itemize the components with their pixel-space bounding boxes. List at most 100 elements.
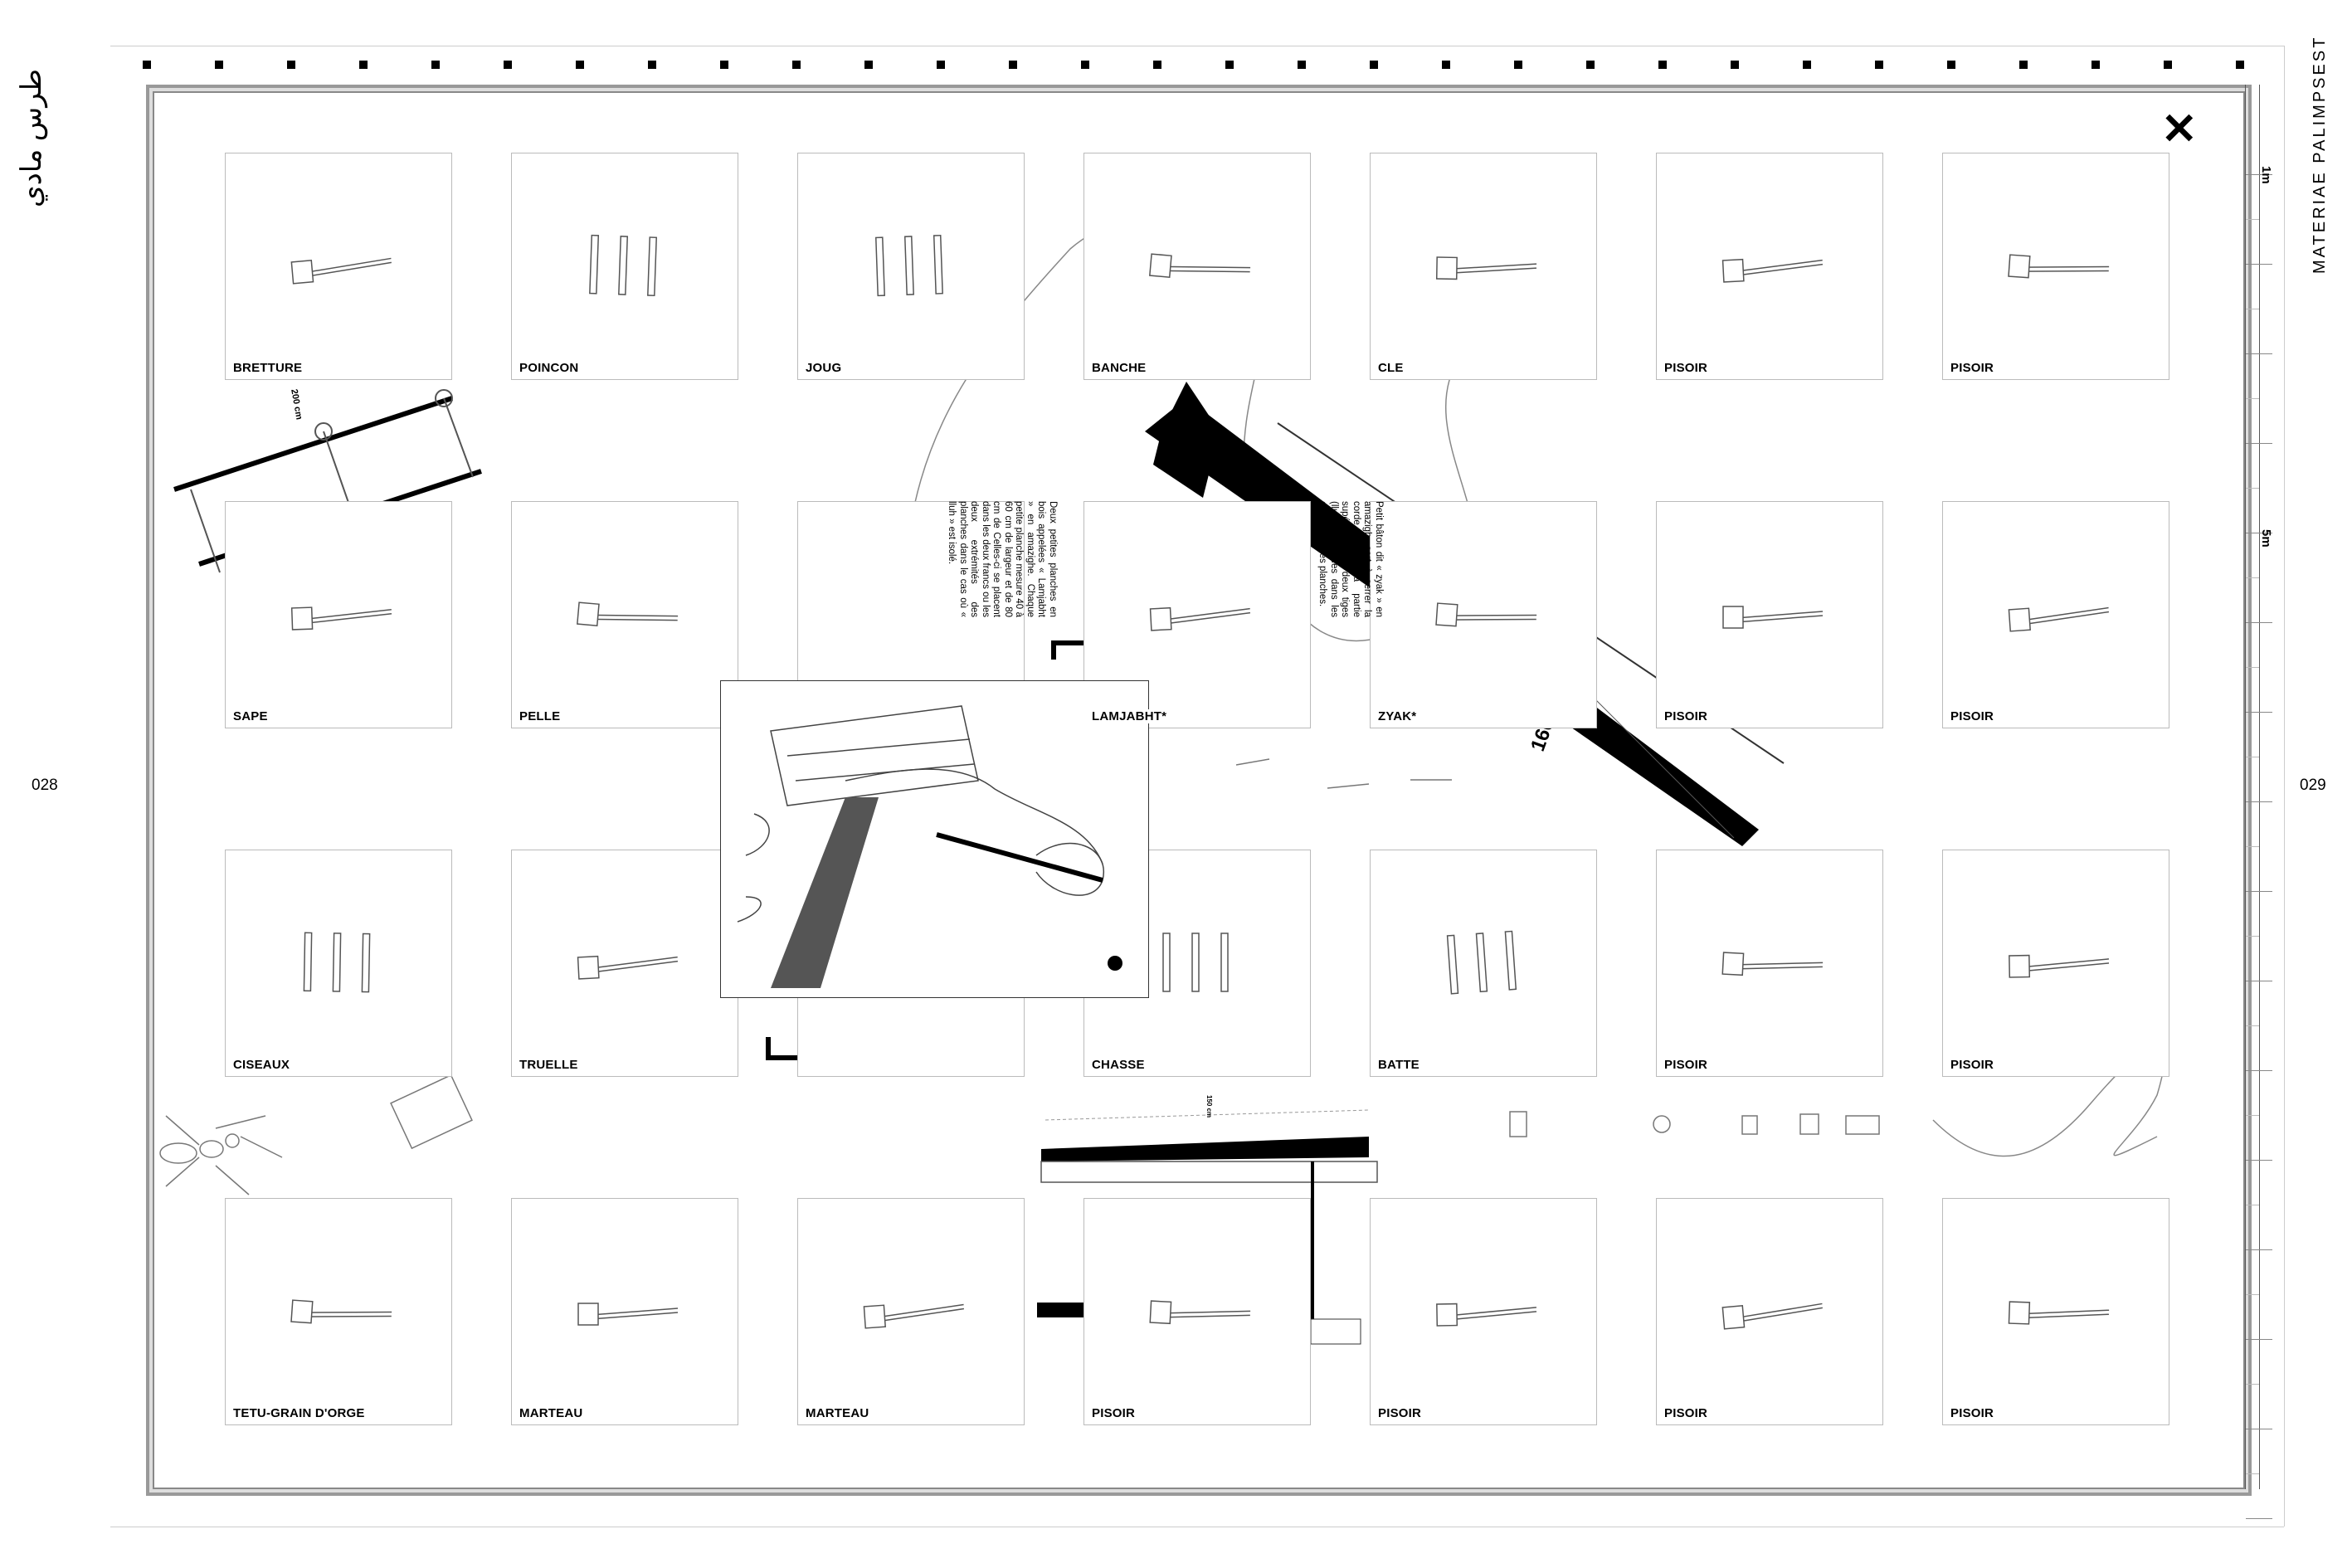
tool-sketch bbox=[874, 234, 943, 297]
frame-dot bbox=[1947, 61, 1955, 69]
tool-card[interactable]: SAPE bbox=[225, 501, 452, 728]
tool-sketch bbox=[577, 1303, 679, 1326]
ruler-tick bbox=[2246, 488, 2259, 489]
frame-dot bbox=[2019, 61, 2028, 69]
ruler-tick bbox=[2246, 622, 2272, 623]
frame-dot bbox=[720, 61, 728, 69]
tool-sketch bbox=[2008, 1301, 2110, 1325]
tool-sketch bbox=[1446, 930, 1517, 995]
tool-card[interactable]: CLE bbox=[1370, 153, 1597, 380]
tool-card[interactable]: PISOIR bbox=[1656, 153, 1883, 380]
tool-sketch bbox=[1721, 1303, 1823, 1330]
tool-card[interactable]: JOUG bbox=[797, 153, 1025, 380]
tool-sketch bbox=[290, 1299, 392, 1324]
frame-dot bbox=[1803, 61, 1811, 69]
tool-sketch bbox=[577, 955, 679, 980]
tool-card[interactable]: TETU-GRAIN D'ORGE bbox=[225, 1198, 452, 1425]
ruler-tick bbox=[2246, 1025, 2259, 1026]
tool-label: CLE bbox=[1376, 361, 1405, 375]
ruler-tick bbox=[2246, 936, 2259, 937]
frame-dot bbox=[1658, 61, 1667, 69]
tool-label: PISOIR bbox=[1663, 1058, 1710, 1072]
beam-measure: 150 cm bbox=[1205, 1095, 1213, 1118]
tool-sketch bbox=[303, 932, 371, 993]
tool-label: BANCHE bbox=[1090, 361, 1148, 375]
tool-label: PISOIR bbox=[1090, 1406, 1137, 1420]
tool-sketch bbox=[290, 257, 392, 285]
tool-card[interactable]: PISOIR bbox=[1942, 153, 2169, 380]
ruler-tick bbox=[2246, 1070, 2272, 1071]
tool-sketch bbox=[1435, 602, 1537, 627]
tool-card[interactable]: PISOIR bbox=[1656, 1198, 1883, 1425]
tool-label: SAPE bbox=[231, 709, 270, 723]
tool-card[interactable]: PISOIR bbox=[1083, 1198, 1311, 1425]
close-icon[interactable]: ✕ bbox=[2161, 105, 2198, 153]
tool-card[interactable]: PISOIR bbox=[1656, 850, 1883, 1077]
frame-dot bbox=[792, 61, 801, 69]
tool-label: JOUG bbox=[804, 361, 844, 375]
scale-ruler bbox=[2245, 85, 2272, 1519]
note-lamjabht: Deux petites planches en bois appelées «… bbox=[947, 501, 1059, 617]
frame-dot bbox=[143, 61, 151, 69]
tool-card[interactable]: PISOIR bbox=[1942, 1198, 2169, 1425]
ruler-tick bbox=[2246, 443, 2272, 444]
frame-dot bbox=[1081, 61, 1089, 69]
scaffold-illustration bbox=[720, 680, 1149, 998]
ruler-tick bbox=[2246, 353, 2272, 354]
frame-dot bbox=[1225, 61, 1234, 69]
tool-sketch bbox=[2008, 606, 2110, 632]
tool-card[interactable]: BANCHE bbox=[1083, 153, 1311, 380]
tool-label: PISOIR bbox=[1663, 1406, 1710, 1420]
ruler-tick bbox=[2246, 891, 2272, 892]
frame-dot bbox=[2164, 61, 2172, 69]
tool-card[interactable]: BATTE bbox=[1370, 850, 1597, 1077]
tool-label: BATTE bbox=[1376, 1058, 1421, 1072]
page-number-left: 028 bbox=[32, 777, 58, 794]
tool-card[interactable]: POINCON bbox=[511, 153, 738, 380]
tool-card[interactable]: CISEAUX bbox=[225, 850, 452, 1077]
tool-label: PISOIR bbox=[1949, 1406, 1996, 1420]
frame-dot bbox=[1009, 61, 1017, 69]
tool-card[interactable]: PISOIR bbox=[1370, 1198, 1597, 1425]
tool-label: CHASSE bbox=[1090, 1058, 1147, 1072]
tool-card[interactable]: BRETTURE bbox=[225, 153, 452, 380]
ant-sketch bbox=[159, 1115, 283, 1195]
ruler-tick bbox=[2246, 1249, 2272, 1250]
ruler-tick bbox=[2246, 846, 2259, 847]
ruler-tick bbox=[2246, 1160, 2272, 1161]
tool-label: PELLE bbox=[518, 709, 562, 723]
tool-card[interactable]: PISOIR bbox=[1942, 501, 2169, 728]
tool-sketch bbox=[1722, 606, 1824, 629]
frame-dot bbox=[576, 61, 584, 69]
drawing-board bbox=[146, 85, 2252, 1496]
ruler-tick bbox=[2246, 174, 2272, 175]
tool-card[interactable]: ZYAK* bbox=[1370, 501, 1597, 728]
tool-card[interactable]: PISOIR bbox=[1942, 850, 2169, 1077]
tool-card[interactable]: PELLE bbox=[511, 501, 738, 728]
tool-label: ZYAK* bbox=[1376, 709, 1419, 723]
ruler-tick bbox=[2246, 1473, 2259, 1474]
tool-sketch bbox=[1162, 933, 1229, 992]
scaffold-drawing bbox=[737, 705, 1122, 988]
frame-dot bbox=[1731, 61, 1739, 69]
frame-dot bbox=[2091, 61, 2100, 69]
tool-card[interactable]: MARTEAU bbox=[797, 1198, 1025, 1425]
tool-card[interactable]: TRUELLE bbox=[511, 850, 738, 1077]
tool-card[interactable]: MARTEAU bbox=[511, 1198, 738, 1425]
frame-dot bbox=[1298, 61, 1306, 69]
tool-sketch bbox=[1721, 952, 1824, 976]
tool-sketch bbox=[290, 606, 392, 631]
tool-label: PISOIR bbox=[1949, 709, 1996, 723]
tool-label: LAMJABHT* bbox=[1090, 709, 1169, 723]
tool-sketch bbox=[1721, 258, 1824, 283]
frame-dot bbox=[215, 61, 223, 69]
tool-sketch bbox=[577, 601, 679, 626]
tool-card[interactable]: PISOIR bbox=[1656, 501, 1883, 728]
frame-dot bbox=[1370, 61, 1378, 69]
ruler-tick bbox=[2246, 667, 2259, 668]
frame-dot bbox=[359, 61, 368, 69]
tool-sketch bbox=[2009, 954, 2110, 978]
tool-label: PISOIR bbox=[1663, 709, 1710, 723]
page-number-right: 029 bbox=[2300, 777, 2326, 794]
tool-sketch bbox=[1149, 1300, 1251, 1325]
